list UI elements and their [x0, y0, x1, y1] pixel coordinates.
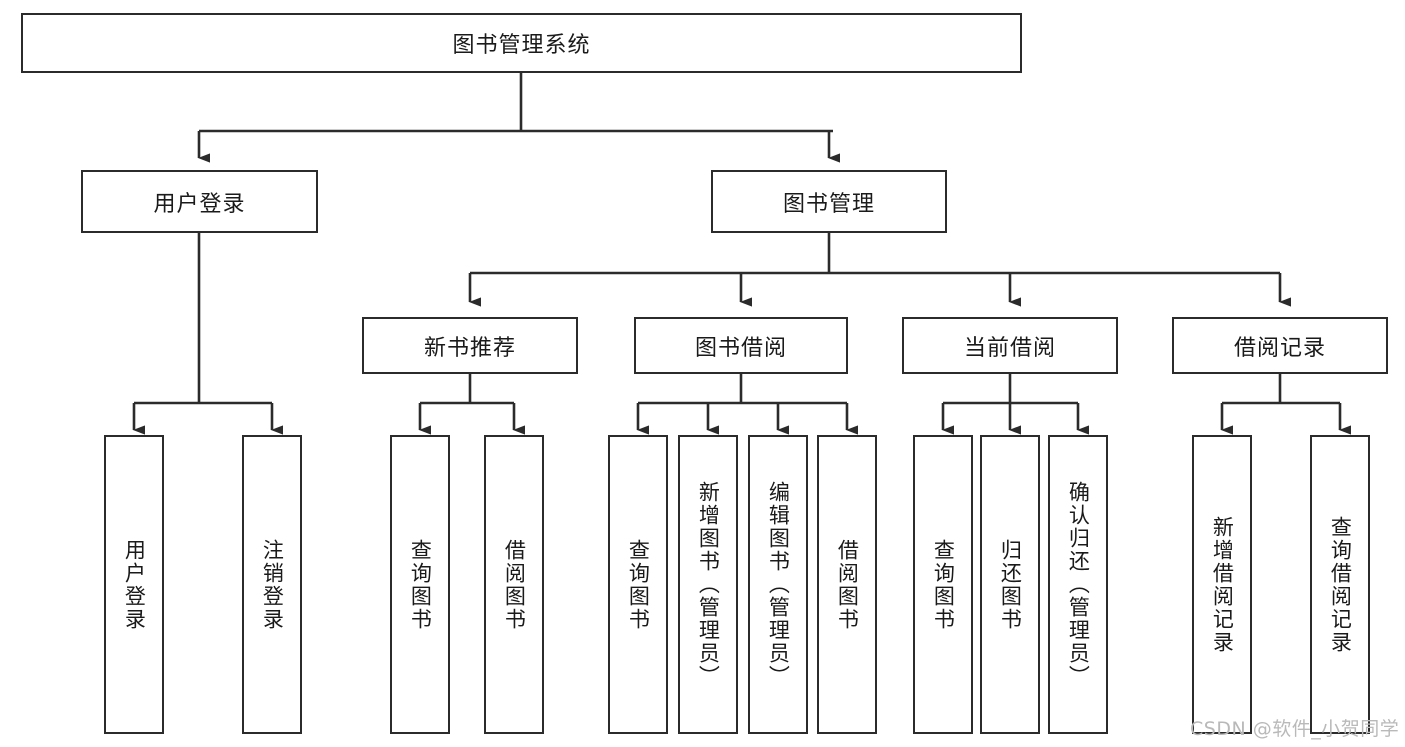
node-label: 查询借阅记录 [1328, 515, 1353, 654]
node-label: 新书推荐 [423, 335, 516, 361]
node-borrow-record[interactable]: 借阅记录 [1172, 317, 1388, 374]
node-label: 借阅记录 [1233, 335, 1326, 361]
node-label: 查询图书 [408, 538, 433, 631]
node-book-borrow[interactable]: 图书借阅 [634, 317, 848, 374]
watermark: CSDN @软件_小贺同学 [1190, 718, 1400, 740]
node-label: 用户登录 [122, 538, 147, 631]
node-root-book-management-system[interactable]: 图书管理系统 [21, 13, 1022, 73]
leaf-book-borrow-query[interactable]: 查询图书 [608, 435, 668, 734]
node-label: 注销登录 [260, 538, 285, 631]
leaf-book-borrow-edit[interactable]: 编辑图书（管理员） [748, 435, 808, 734]
node-label: 图书管理 [782, 191, 875, 217]
leaf-book-borrow-add[interactable]: 新增图书（管理员） [678, 435, 738, 734]
leaf-current-borrow-query[interactable]: 查询图书 [913, 435, 973, 734]
node-current-borrow[interactable]: 当前借阅 [902, 317, 1118, 374]
leaf-user-login-login[interactable]: 用户登录 [104, 435, 164, 734]
leaf-user-login-logout[interactable]: 注销登录 [242, 435, 302, 734]
leaf-new-book-query[interactable]: 查询图书 [390, 435, 450, 734]
node-label: 图书借阅 [694, 335, 787, 361]
node-label: 当前借阅 [963, 335, 1056, 361]
leaf-current-borrow-return[interactable]: 归还图书 [980, 435, 1040, 734]
leaf-borrow-record-query[interactable]: 查询借阅记录 [1310, 435, 1370, 734]
node-book-management[interactable]: 图书管理 [711, 170, 947, 233]
node-label: 借阅图书 [835, 538, 860, 631]
node-new-book-recommend[interactable]: 新书推荐 [362, 317, 578, 374]
node-label: 确认归还（管理员） [1066, 481, 1091, 688]
leaf-current-borrow-confirm-return[interactable]: 确认归还（管理员） [1048, 435, 1108, 734]
node-label: 图书管理系统 [452, 33, 591, 58]
node-label: 查询图书 [931, 538, 956, 631]
node-label: 编辑图书（管理员） [766, 481, 791, 688]
node-label: 查询图书 [626, 538, 651, 631]
node-user-login[interactable]: 用户登录 [81, 170, 318, 233]
leaf-book-borrow-borrow[interactable]: 借阅图书 [817, 435, 877, 734]
node-label: 归还图书 [998, 538, 1023, 631]
leaf-new-book-borrow[interactable]: 借阅图书 [484, 435, 544, 734]
node-label: 用户登录 [153, 191, 246, 217]
node-label: 借阅图书 [502, 538, 527, 631]
leaf-borrow-record-add[interactable]: 新增借阅记录 [1192, 435, 1252, 734]
node-label: 新增图书（管理员） [696, 481, 721, 688]
node-label: 新增借阅记录 [1210, 515, 1235, 654]
